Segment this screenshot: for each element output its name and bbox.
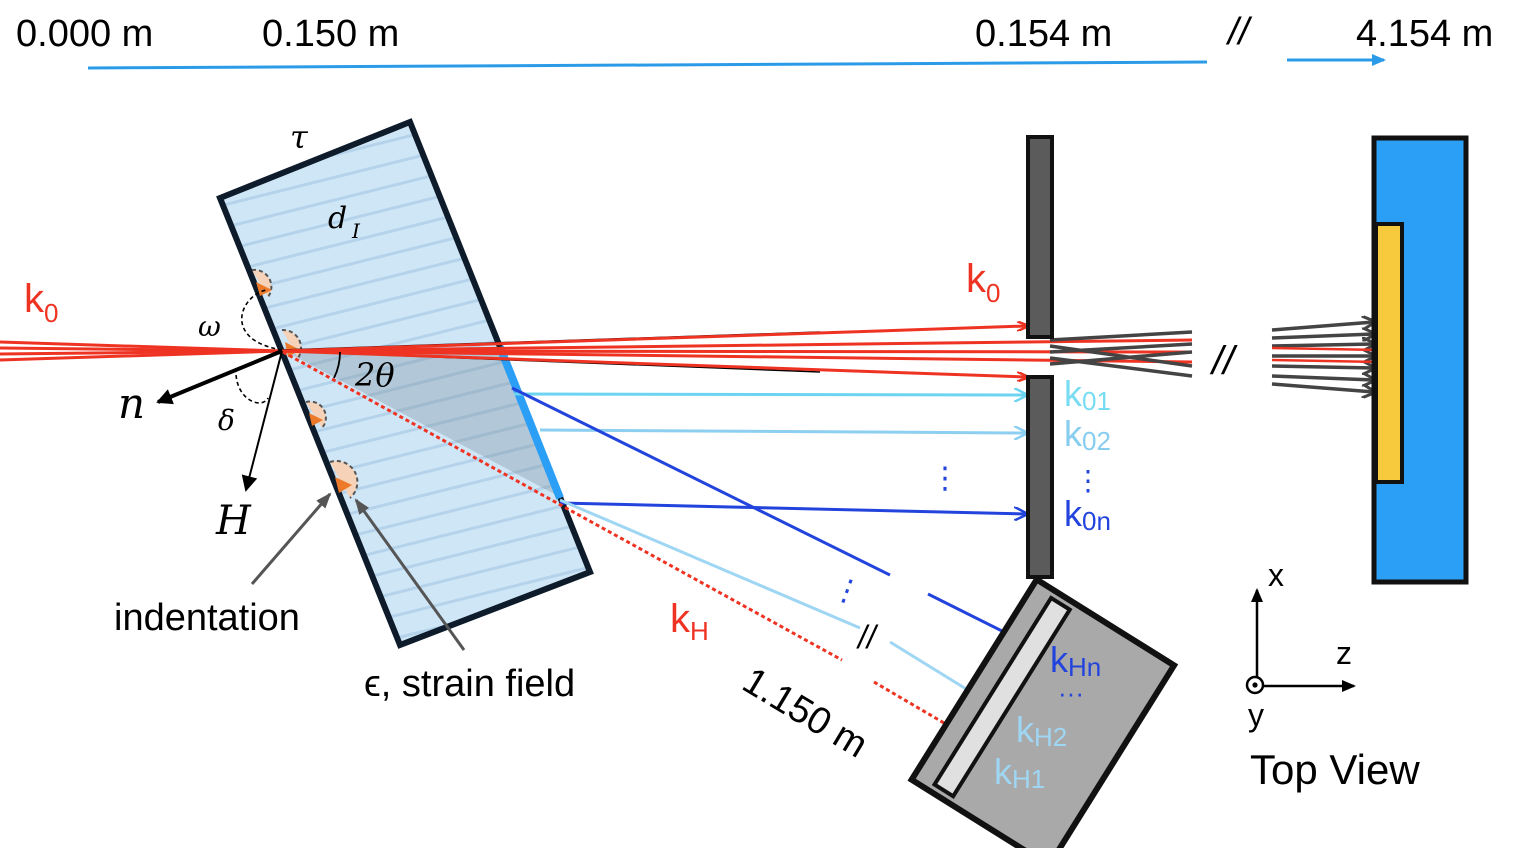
exit-face-highlight [496, 345, 564, 500]
ruler-break-mark: // [1225, 11, 1253, 53]
d-subscript: I [351, 219, 361, 243]
h-vector [241, 350, 283, 492]
delta-label: δ [218, 404, 235, 437]
post-slit-red-beams [1271, 346, 1381, 364]
slit-upper-blade [1026, 135, 1054, 339]
far-detector-sensor [1374, 222, 1404, 484]
k02-label: k02 [1064, 413, 1111, 456]
ruler-mark-4: 4.154 m [1356, 13, 1493, 55]
geometry-annotations: ω δ 2θ n H [118, 289, 395, 544]
indentation-marker [329, 460, 359, 499]
k0n-label: k0n [1064, 493, 1111, 536]
forward-label-dots: ⋮ [1074, 465, 1102, 496]
incident-k-label: k0 [24, 277, 58, 328]
ruler-line-left [87, 60, 1208, 70]
beam-labels: k0 k0 k01 k02 ⋮ k0n kH kHn ··· kH2 kH1 [24, 257, 1111, 794]
post-slit-beams [1049, 322, 1374, 392]
kHn-beam-a [511, 386, 891, 577]
d-label: d [328, 201, 347, 236]
diffracted-k-label: kH [670, 597, 709, 646]
k0n-beam [559, 501, 1026, 514]
top-view-caption: Top View [1250, 746, 1420, 793]
two-theta-arc [333, 351, 341, 379]
diffracted-distance: 1.150 m [735, 660, 874, 767]
z-axis-label: z [1336, 635, 1352, 671]
omega-arc [240, 289, 283, 351]
diffraction-detector-sensor [931, 595, 1073, 799]
k01-beam [513, 394, 1026, 395]
k02-beam [539, 430, 1026, 433]
tau-label: τ [290, 118, 309, 156]
y-axis-dot [1252, 682, 1258, 688]
diffraction-region [283, 347, 560, 497]
kH-beam-b [873, 680, 956, 730]
two-theta-label: 2θ [354, 356, 395, 394]
x-axis-label: x [1268, 557, 1284, 593]
ruler-mark-2: 0.154 m [975, 13, 1112, 55]
beam-break-mark: // [1209, 339, 1238, 383]
h-label: H [215, 498, 252, 544]
far-detector [1371, 135, 1469, 585]
kH-beam-a [282, 350, 843, 662]
callouts: indentation ϵ, strain field [114, 492, 575, 705]
transmitted-k-label: k0 [966, 257, 1000, 308]
ruler-mark-1: 0.150 m [262, 13, 399, 55]
indentation-label: indentation [114, 597, 300, 639]
slit [1026, 135, 1054, 579]
kH-dots-label: ··· [1058, 678, 1084, 708]
strain-pointer [354, 498, 466, 651]
kH1-label: kH1 [994, 751, 1045, 794]
k01-label: k01 [1064, 373, 1111, 416]
diffracted-dots: ⋮ [827, 570, 866, 611]
n-label: n [118, 379, 145, 428]
indentation-pointer [250, 492, 332, 585]
incident-beam [0, 340, 283, 362]
crystal: τ d I [216, 118, 594, 649]
y-axis-label: y [1248, 697, 1264, 733]
indentation-marker [251, 268, 273, 298]
indentation-marker [305, 400, 327, 429]
kH2-beam-a [559, 498, 861, 630]
kHn-label: kHn [1050, 639, 1101, 682]
strain-label: ϵ, strain field [364, 663, 575, 705]
crystal-outline [216, 118, 594, 649]
crystal-body [220, 122, 590, 645]
normal-vector [156, 349, 283, 405]
diffracted-break-mark: // [856, 619, 879, 655]
coordinate-axes: x z y Top View [1245, 557, 1420, 793]
forward-components: ⋮ [513, 394, 1026, 514]
slit-lower-blade [1026, 375, 1054, 579]
diffraction-detector-body [907, 575, 1179, 848]
kH2-label: kH2 [1016, 709, 1067, 752]
diffraction-detector [907, 575, 1179, 848]
forward-dots: ⋮ [930, 462, 960, 495]
distance-ruler: 0.000 m 0.150 m 0.154 m // 4.154 m [16, 11, 1493, 70]
transmitted-beam [281, 326, 1193, 377]
omega-label: ω [198, 310, 221, 343]
delta-arc [235, 367, 269, 404]
ruler-mark-0: 0.000 m [16, 13, 153, 55]
